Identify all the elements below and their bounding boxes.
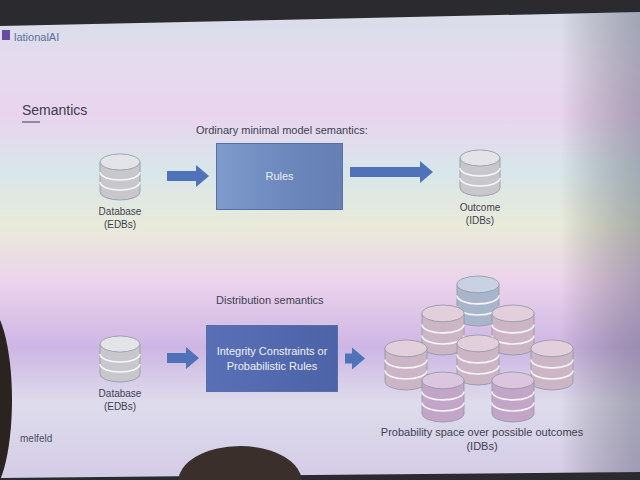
database-icon bbox=[492, 305, 534, 322]
database-node: Database (EDBs) bbox=[80, 152, 160, 231]
database-stack bbox=[372, 272, 592, 424]
database-icon bbox=[460, 150, 500, 166]
database-label: Outcome (IDBs) bbox=[449, 202, 511, 227]
database-icon bbox=[100, 336, 140, 352]
section-heading: Distribution semantics bbox=[216, 294, 324, 306]
audience-head bbox=[178, 446, 302, 480]
block-arrow bbox=[350, 161, 433, 183]
database-icon bbox=[385, 371, 427, 379]
database-icon bbox=[492, 391, 534, 399]
database-icon bbox=[385, 340, 427, 357]
database-icon bbox=[531, 340, 573, 357]
database-icon bbox=[457, 335, 499, 352]
section-heading: Ordinary minimal model semantics: bbox=[196, 124, 368, 136]
database-icon bbox=[531, 371, 573, 379]
database-icon bbox=[492, 372, 534, 389]
database-icon bbox=[460, 178, 500, 186]
database-icon bbox=[457, 366, 499, 374]
database-label: Database (EDBs) bbox=[89, 206, 151, 231]
block-arrow bbox=[167, 165, 209, 187]
slide-shade bbox=[560, 12, 640, 474]
database-node: Database (EDBs) bbox=[80, 334, 160, 413]
database-icon bbox=[457, 295, 499, 303]
database-icon bbox=[460, 168, 500, 176]
database-icon bbox=[422, 391, 464, 399]
logo-mark bbox=[2, 30, 10, 40]
database-node: Outcome (IDBs) bbox=[440, 148, 520, 227]
database-icon bbox=[422, 372, 464, 389]
title-underline bbox=[22, 121, 40, 122]
database-icon bbox=[98, 152, 142, 202]
database-icon bbox=[100, 172, 140, 180]
database-icon bbox=[422, 324, 464, 332]
database-icon bbox=[457, 276, 499, 293]
slide-surface bbox=[0, 12, 640, 478]
database-icon bbox=[492, 403, 534, 411]
database-icon bbox=[457, 354, 499, 362]
block-arrow bbox=[345, 348, 365, 370]
database-icon bbox=[100, 364, 140, 372]
database-icon bbox=[422, 403, 464, 411]
audience-head bbox=[0, 305, 12, 480]
database-icon bbox=[98, 334, 142, 384]
database-icon bbox=[492, 324, 534, 332]
database-icon bbox=[385, 359, 427, 367]
box-label: Integrity Constraints or Probabilistic R… bbox=[214, 344, 330, 373]
database-icon bbox=[458, 148, 502, 198]
slide-title: Semantics bbox=[22, 102, 87, 118]
outcome-space-label: Probability space over possible outcomes… bbox=[372, 426, 592, 454]
database-icon bbox=[531, 359, 573, 367]
process-box: Rules bbox=[216, 143, 343, 210]
database-icon bbox=[422, 305, 464, 322]
database-icon bbox=[100, 354, 140, 362]
process-box: Integrity Constraints or Probabilistic R… bbox=[206, 325, 338, 392]
author-text: melfeld bbox=[20, 433, 52, 444]
database-label: Database (EDBs) bbox=[89, 388, 151, 413]
logo-text: lationalAI bbox=[14, 31, 59, 43]
database-cluster: Probability space over possible outcomes… bbox=[372, 272, 592, 454]
database-icon bbox=[100, 182, 140, 190]
database-icon bbox=[100, 154, 140, 170]
block-arrow bbox=[167, 347, 199, 369]
box-label: Rules bbox=[265, 169, 293, 183]
